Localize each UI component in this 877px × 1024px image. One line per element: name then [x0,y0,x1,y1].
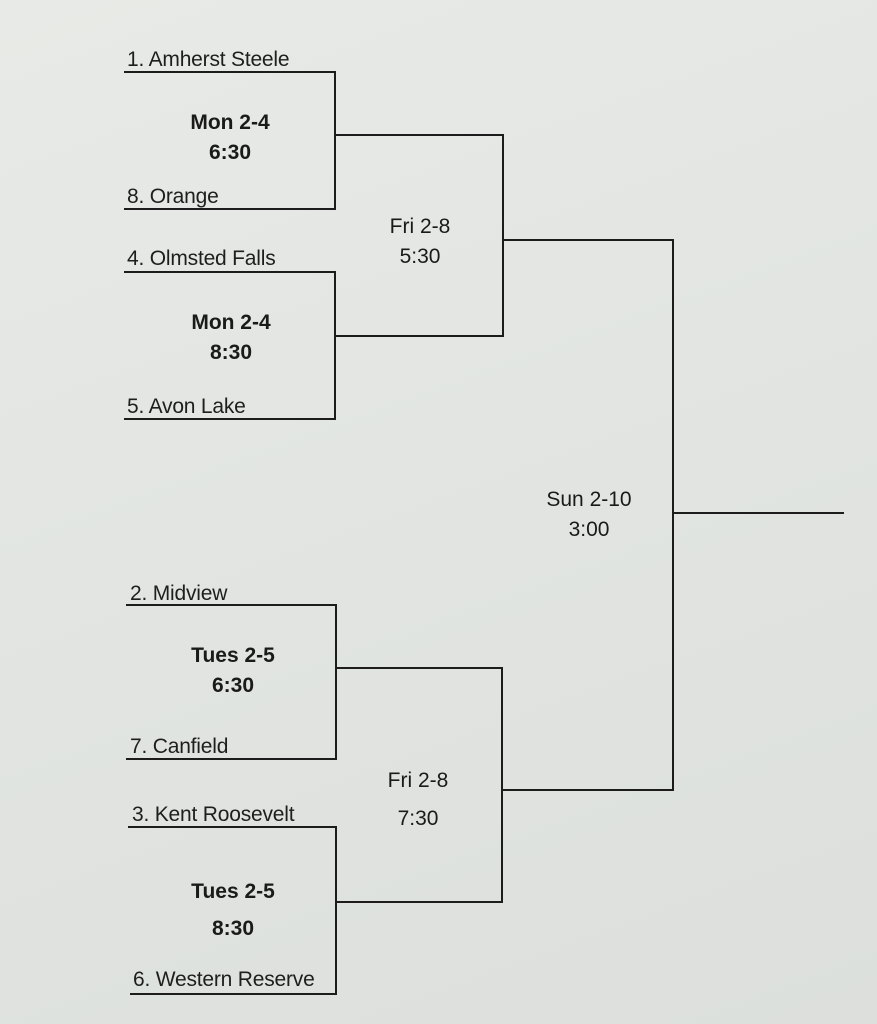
qf2-date: Mon 2-4 [191,311,271,334]
qf4-connector [335,826,337,995]
qf4-time: 8:30 [211,917,255,940]
sf2-date: Fri 2-8 [387,769,449,792]
team-7-canfield: 7. Canfield [130,735,229,758]
final-bottom-line [501,789,674,791]
qf1-time: 6:30 [208,141,252,164]
team-1-amherst-steele: 1. Amherst Steele [127,48,290,71]
qf4-date: Tues 2-5 [191,880,275,903]
qf3-game-info: Tues 2-5 6:30 [173,641,293,701]
team-2-line [126,604,337,606]
sf1-time: 5:30 [399,245,441,268]
team-6-western-reserve: 6. Western Reserve [133,968,315,991]
team-4-line [124,271,336,273]
qf2-time: 8:30 [209,341,253,364]
team-5-avon-lake: 5. Avon Lake [127,395,246,418]
final-game-info: Sun 2-10 3:00 [529,485,649,545]
team-6-line [130,993,337,995]
team-1-line [124,71,336,73]
final-top-line [502,239,674,241]
qf1-date: Mon 2-4 [190,111,270,134]
team-3-line [128,826,337,828]
qf3-date: Tues 2-5 [191,644,275,667]
team-4-olmsted-falls: 4. Olmsted Falls [127,247,276,270]
final-time: 3:00 [568,518,610,541]
sf2-game-info: Fri 2-8 7:30 [358,762,478,838]
qf3-connector [335,604,337,760]
sf1-top-line [334,134,504,136]
sf2-time: 7:30 [397,807,439,830]
team-8-orange: 8. Orange [127,185,219,208]
sf2-connector [501,667,503,903]
sf1-connector [502,134,504,337]
qf2-connector [334,271,336,420]
sf2-bottom-line [335,901,503,903]
sf1-bottom-line [334,335,504,337]
qf1-connector [334,71,336,210]
sf1-date: Fri 2-8 [389,215,451,238]
final-connector [672,239,674,791]
team-3-kent-roosevelt: 3. Kent Roosevelt [132,803,295,826]
qf4-game-info: Tues 2-5 8:30 [173,873,293,947]
team-8-line [124,208,336,210]
team-7-line [126,758,337,760]
team-2-midview: 2. Midview [130,582,228,605]
qf1-game-info: Mon 2-4 6:30 [170,108,290,168]
qf3-time: 6:30 [211,674,255,697]
team-5-line [124,418,336,420]
qf2-game-info: Mon 2-4 8:30 [171,308,291,368]
champion-line [672,512,844,514]
sf2-top-line [335,667,503,669]
sf1-game-info: Fri 2-8 5:30 [360,212,480,272]
final-date: Sun 2-10 [546,488,632,511]
